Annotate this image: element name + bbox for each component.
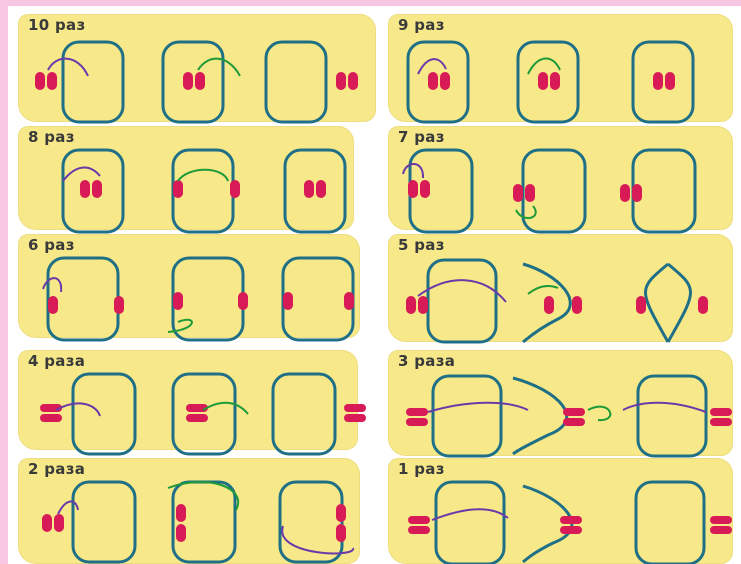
diagram-7 [388, 126, 733, 230]
panel-1: 1 раз [388, 458, 733, 564]
loop [48, 258, 118, 340]
shoe [40, 404, 366, 422]
panel-9: 9 раз [388, 14, 733, 122]
loop [410, 150, 472, 232]
panel-5: 5 раз [388, 234, 733, 342]
loop [173, 482, 235, 562]
shoe [406, 408, 732, 426]
loop [73, 374, 135, 454]
diagram-6 [18, 234, 360, 338]
arrow-purple [418, 59, 446, 74]
shoe [408, 516, 732, 534]
loop [173, 258, 243, 340]
shoe [408, 180, 642, 202]
loop [636, 482, 704, 564]
diagram-5 [388, 234, 733, 342]
arrow-green [516, 206, 536, 218]
arrow-purple [623, 403, 706, 412]
arrow-purple [418, 280, 506, 302]
diagram-9 [388, 14, 733, 122]
panel-2: 2 раза [18, 458, 360, 564]
arrow-purple [428, 403, 528, 412]
arrow-purple [58, 501, 78, 514]
loop [73, 482, 135, 562]
arrow-green [203, 403, 248, 414]
shoe [42, 504, 346, 542]
diagram-3 [388, 350, 733, 456]
diagram-10 [18, 14, 376, 122]
loop [285, 150, 345, 232]
arrow-purple [63, 168, 100, 181]
loop [283, 258, 353, 340]
arrow-purple [56, 403, 100, 416]
panel-7: 7 раз [388, 126, 733, 230]
panel-3: 3 раза [388, 350, 733, 456]
arrow-purple [43, 278, 61, 292]
loop [513, 378, 567, 454]
panel-4: 4 раза [18, 350, 358, 450]
loop [436, 482, 504, 564]
arrow-green [178, 170, 228, 181]
panel-10: 10 раз [18, 14, 376, 122]
shoe-pair [80, 180, 326, 198]
loop [633, 150, 695, 232]
loop [266, 42, 326, 122]
arrow-green [528, 58, 560, 74]
arrow-purple [403, 164, 423, 178]
loop [646, 264, 691, 342]
loop [638, 376, 706, 456]
shoe-pair [35, 72, 358, 90]
panel-6: 6 раз [18, 234, 360, 338]
shoe [406, 296, 708, 314]
diagram-2 [18, 458, 360, 564]
panel-8: 8 раз [18, 126, 354, 230]
arrow-green [198, 59, 240, 76]
instruction-sheet: 10 раз 8 раз [8, 6, 741, 564]
shoe [48, 292, 354, 314]
diagram-1 [388, 458, 733, 564]
arrow-green [588, 407, 610, 420]
loop [428, 260, 496, 342]
loop [273, 374, 335, 454]
diagram-8 [18, 126, 354, 230]
loop [63, 42, 123, 122]
loop [433, 376, 501, 456]
arrow-purple [432, 509, 508, 520]
arrow-green [528, 286, 558, 294]
loop [280, 482, 342, 562]
shoe-pair [428, 72, 675, 90]
diagram-4 [18, 350, 358, 450]
